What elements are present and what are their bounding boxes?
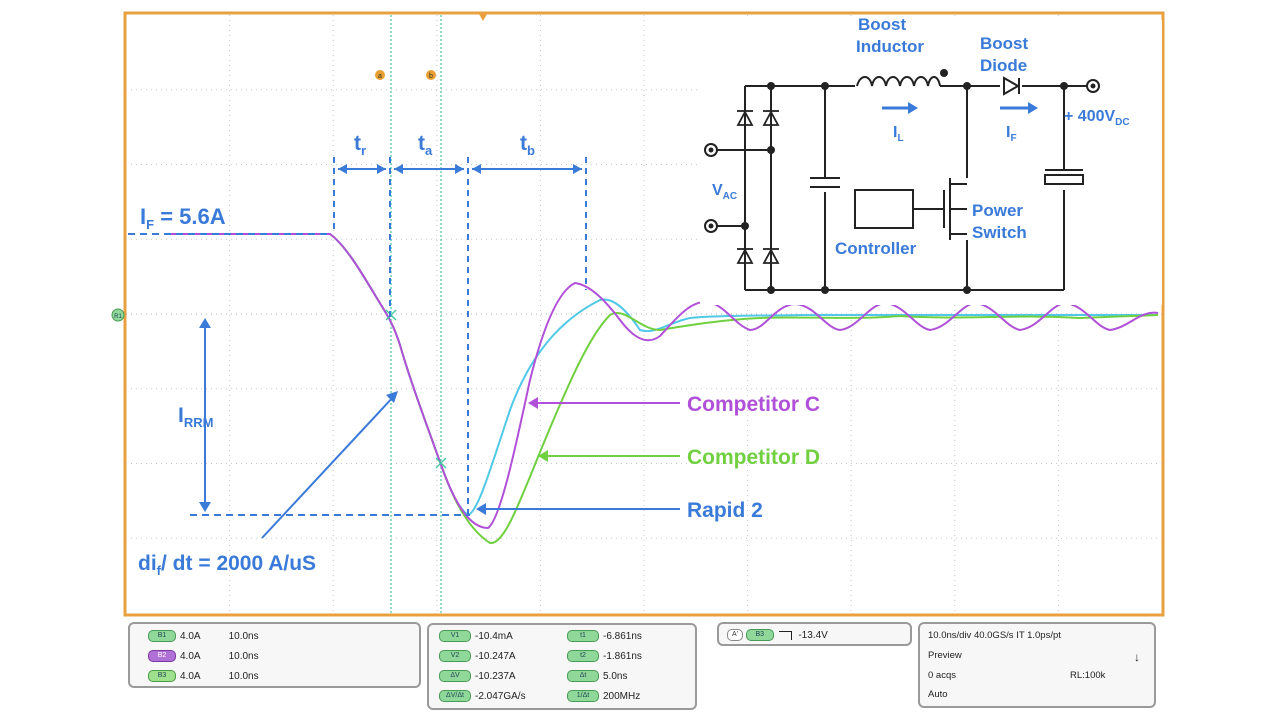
meas-chip-t2[interactable]: t2 [567, 650, 599, 662]
channel-chip-1[interactable]: B1 [148, 630, 176, 642]
annotation-text-group: IF = 5.6A tr ta tb IRRM dif/ dt = 2000 A… [138, 132, 820, 578]
meas-chip-v2[interactable]: V2 [439, 650, 471, 662]
didt-label: dif/ dt = 2000 A/uS [138, 552, 316, 578]
measurement-row-2: V2 -10.247A [439, 650, 516, 662]
measurement-row-2b: t2 -1.861ns [567, 650, 642, 662]
channel-time-1: 10.0ns [228, 630, 259, 642]
cursor-b-label: b [429, 73, 433, 80]
trigger-row: A' B3 -13.4V [727, 629, 828, 641]
channel-chip-2[interactable]: B2 [148, 650, 176, 662]
cursor-b-handle[interactable] [426, 70, 436, 80]
channel-panel[interactable]: B1 4.0A 10.0ns B2 4.0A 10.0ns B3 4.0A 10.0ns [128, 622, 421, 688]
meas-value-t2: -1.861ns [603, 650, 642, 662]
meas-value-dt: 5.0ns [603, 670, 628, 682]
acquisition-panel[interactable]: 10.0ns/div 40.0GS/s IT 1.0ps/pt Preview … [918, 622, 1156, 708]
channel-time-2: 10.0ns [228, 650, 259, 662]
meas-chip-t1[interactable]: t1 [567, 630, 599, 642]
competitor-c-waveform [165, 233, 1159, 530]
channel-time-3: 10.0ns [228, 670, 259, 682]
channel-scale-3: 4.0A [180, 670, 201, 682]
legend-competitor-c: Competitor C [687, 393, 820, 416]
meas-value-t1: -6.861ns [603, 630, 642, 642]
boost-inductor-label-2: Inductor [856, 37, 924, 56]
meas-value-dvdt: -2.047GA/s [475, 690, 526, 702]
trigger-channel-chip[interactable]: B3 [745, 629, 774, 641]
tb-label: tb [520, 132, 535, 158]
trigger-position-marker [479, 14, 487, 21]
il-label: IL [893, 124, 904, 144]
record-length: RL:100k [1070, 670, 1106, 681]
channel-row-2[interactable]: B2 4.0A 10.0ns [148, 650, 259, 662]
trigger-source-chip[interactable]: A' [727, 629, 743, 641]
measurement-row-4: ΔV/Δt -2.047GA/s [439, 690, 526, 702]
controller-label: Controller [835, 239, 917, 258]
acquisition-mode: Preview [928, 650, 962, 661]
measurement-row-3b: Δt 5.0ns [567, 670, 627, 682]
meas-chip-dt[interactable]: Δt [567, 670, 599, 682]
terminal-dots [708, 83, 1096, 229]
circuit-wires [716, 76, 1087, 291]
annotation-arrowheads [199, 164, 582, 515]
measurement-row-4b: 1/Δt 200MHz [567, 690, 640, 702]
meas-chip-dv[interactable]: ΔV [439, 670, 471, 682]
tr-label: tr [354, 132, 366, 158]
boost-diode-label-2: Diode [980, 56, 1027, 75]
trigger-level: -13.4V [798, 629, 828, 641]
timing-annotations [128, 157, 680, 539]
channel-row-3[interactable]: B3 4.0A 10.0ns [148, 670, 259, 682]
meas-value-v1: -10.4mA [475, 630, 513, 642]
circuit-labels: Boost Inductor Boost Diode + 400VDC VAC … [712, 15, 1130, 258]
ta-label: ta [418, 132, 433, 158]
meas-chip-dvdt[interactable]: ΔV/Δt [439, 690, 471, 702]
irrm-label: IRRM [178, 404, 213, 430]
trigger-panel[interactable]: A' B3 -13.4V [717, 622, 912, 646]
measurement-panel[interactable]: V1 -10.4mA t1 -6.861ns V2 -10.247A t2 -1.861… [427, 623, 697, 710]
meas-chip-invdt[interactable]: 1/Δt [567, 690, 599, 702]
boost-diode-label-1: Boost [980, 34, 1029, 53]
ref-marker [111, 308, 125, 322]
meas-chip-v1[interactable]: V1 [439, 630, 471, 642]
ref-marker-label: R1 [114, 314, 122, 320]
measurement-row-3: ΔV -10.237A [439, 670, 516, 682]
acquisition-count: 0 acqs [928, 670, 956, 681]
cursor-a-label: a [378, 73, 382, 80]
boost-pfc-circuit: Boost Inductor Boost Diode + 400VDC VAC … [700, 15, 1162, 305]
meas-value-invdt: 200MHz [603, 690, 641, 702]
timebase-info: 10.0ns/div 40.0GS/s IT 1.0ps/pt [928, 630, 1061, 641]
boost-inductor-label-1: Boost [858, 15, 907, 34]
channel-scale-2: 4.0A [180, 650, 201, 662]
power-switch-label-2: Switch [972, 223, 1027, 242]
legend-competitor-d: Competitor D [687, 446, 820, 469]
measurement-row-1: V1 -10.4mA [439, 630, 513, 642]
current-arrows [882, 102, 1038, 114]
if-circuit-label: IF [1006, 124, 1017, 144]
legend-rapid2: Rapid 2 [687, 499, 763, 522]
circuit-nodes [736, 69, 1068, 294]
power-switch-label-1: Power [972, 201, 1023, 220]
trigger-indicator-icon: ↓ [1134, 650, 1140, 664]
channel-scale-1: 4.0A [180, 630, 201, 642]
output-voltage-label: + 400VDC [1064, 108, 1130, 128]
cursor-a-handle[interactable] [375, 70, 385, 80]
meas-value-dv: -10.237A [475, 670, 516, 682]
channel-row-1[interactable]: B1 4.0A 10.0ns [148, 630, 259, 642]
measurement-row-1b: t1 -6.861ns [567, 630, 642, 642]
trigger-mode: Auto [928, 689, 948, 700]
if-label: IF = 5.6A [140, 204, 226, 232]
vac-label: VAC [712, 182, 737, 202]
channel-chip-3[interactable]: B3 [148, 670, 176, 682]
meas-value-v2: -10.247A [475, 650, 516, 662]
falling-edge-icon [778, 630, 792, 640]
